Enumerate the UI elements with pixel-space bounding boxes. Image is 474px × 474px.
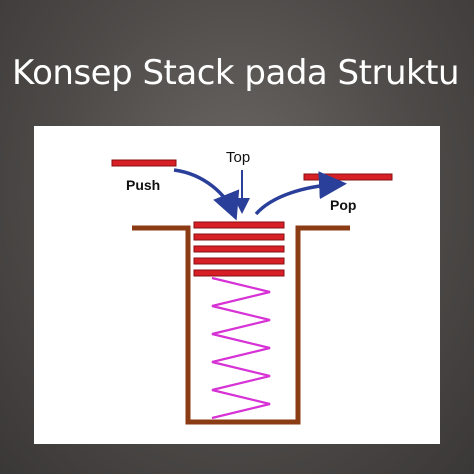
stack-items xyxy=(193,221,285,277)
pop-label: Pop xyxy=(330,197,356,213)
top-label: Top xyxy=(226,149,250,166)
stack-item xyxy=(193,245,285,253)
stack-item xyxy=(193,221,285,229)
stack-item xyxy=(193,233,285,241)
push-label: Push xyxy=(126,177,160,193)
pop-arrow xyxy=(254,171,347,216)
stack-diagram: Push Top Pop xyxy=(111,149,393,425)
stack-item xyxy=(193,269,285,277)
diagram-panel: Push Top Pop xyxy=(34,126,440,444)
slide-title: Konsep Stack pada Struktu xyxy=(12,53,460,93)
stack-spring xyxy=(211,276,271,420)
stack-item xyxy=(193,257,285,265)
push-arrow xyxy=(173,168,240,221)
stack-container xyxy=(132,225,350,425)
push-element xyxy=(111,159,177,167)
pop-element xyxy=(303,173,393,181)
